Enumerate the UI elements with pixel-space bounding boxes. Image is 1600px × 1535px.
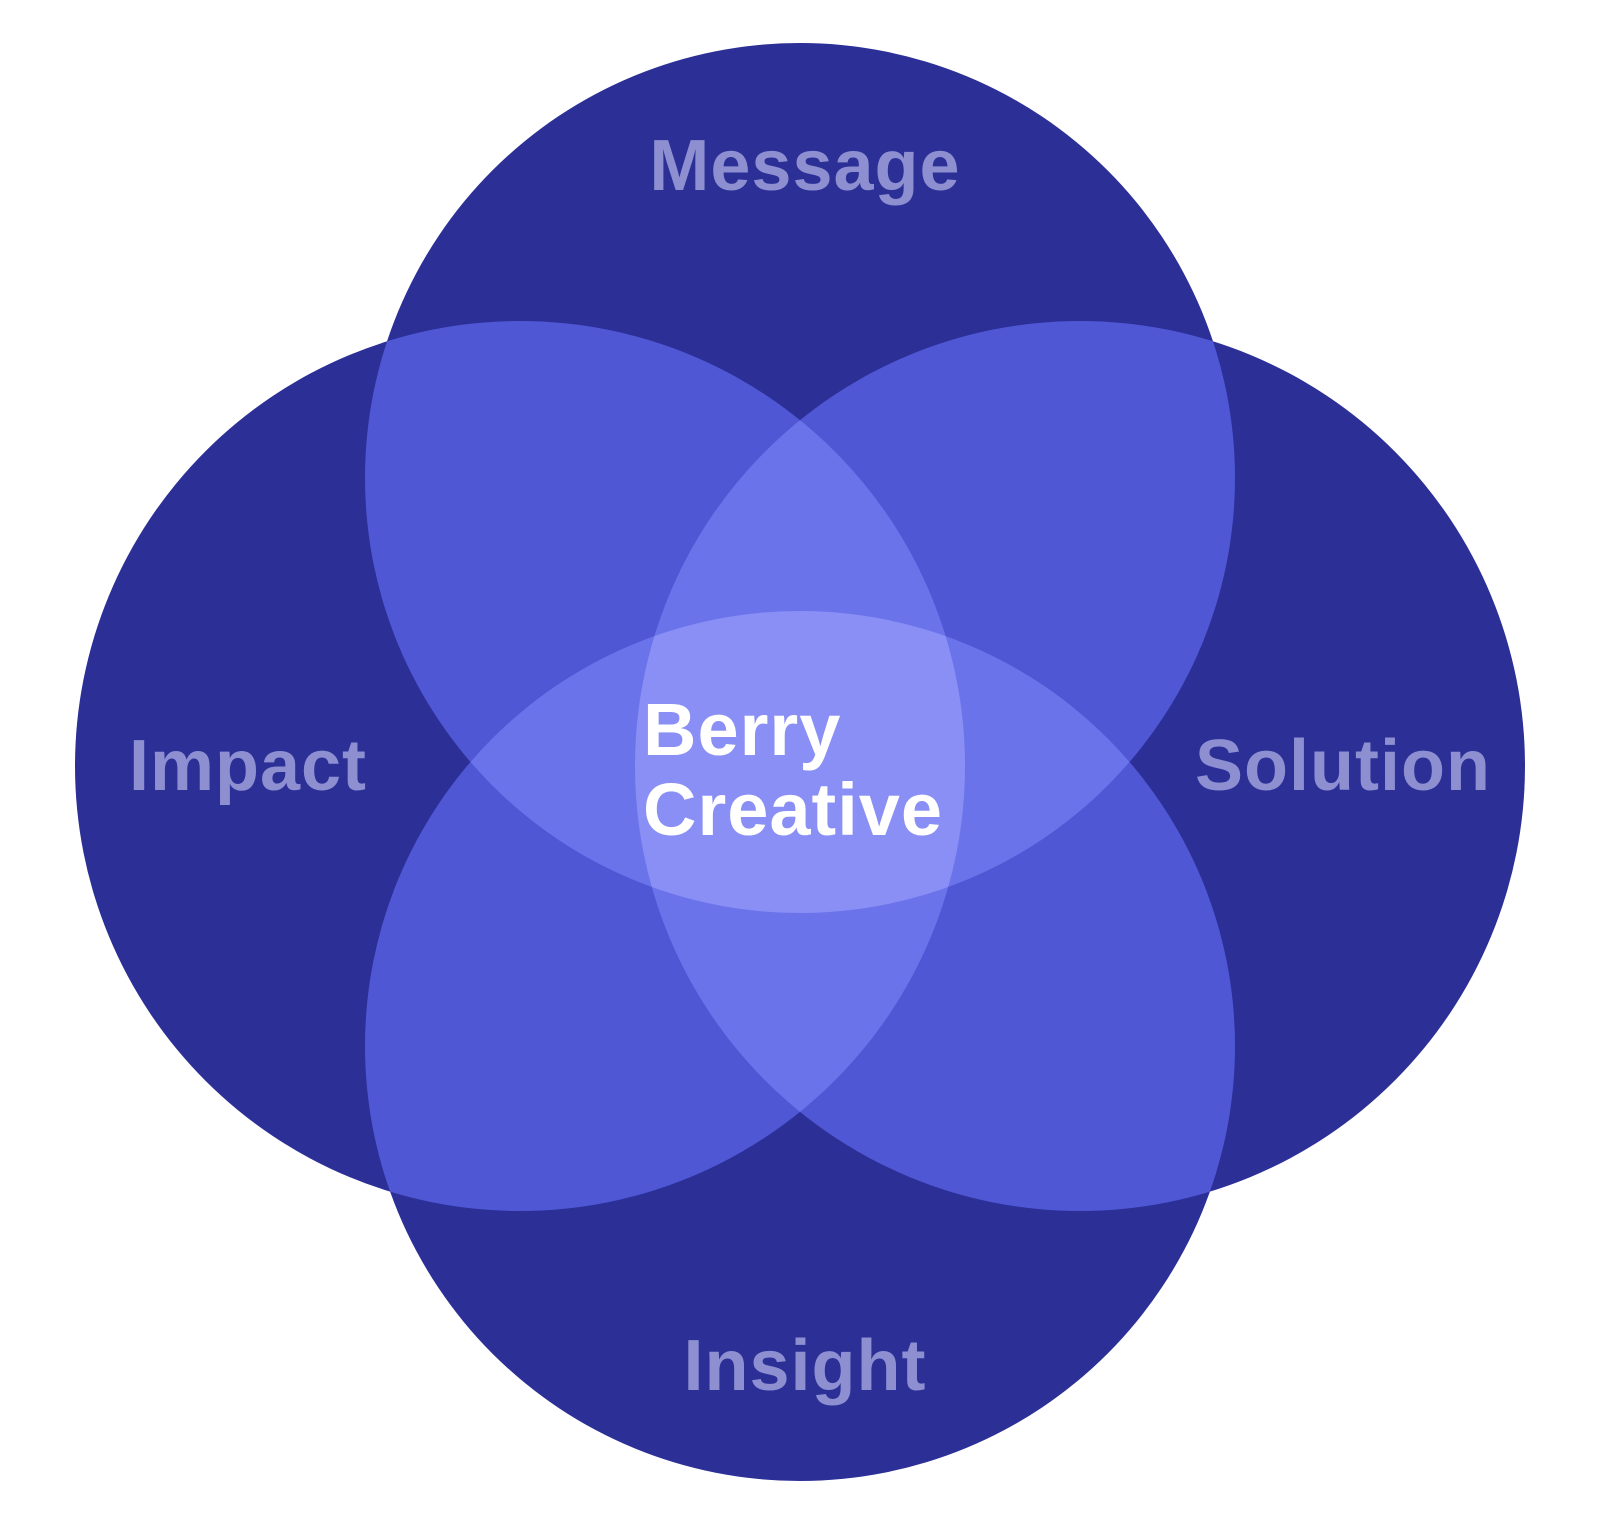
overlap-layer-3 <box>365 321 1235 1211</box>
label-solution: Solution <box>1195 726 1491 806</box>
center-label-creative: Creative <box>643 768 943 851</box>
center-label-berry: Berry <box>643 688 841 771</box>
label-insight: Insight <box>684 1326 927 1406</box>
label-impact: Impact <box>129 726 367 806</box>
label-message: Message <box>649 126 960 206</box>
